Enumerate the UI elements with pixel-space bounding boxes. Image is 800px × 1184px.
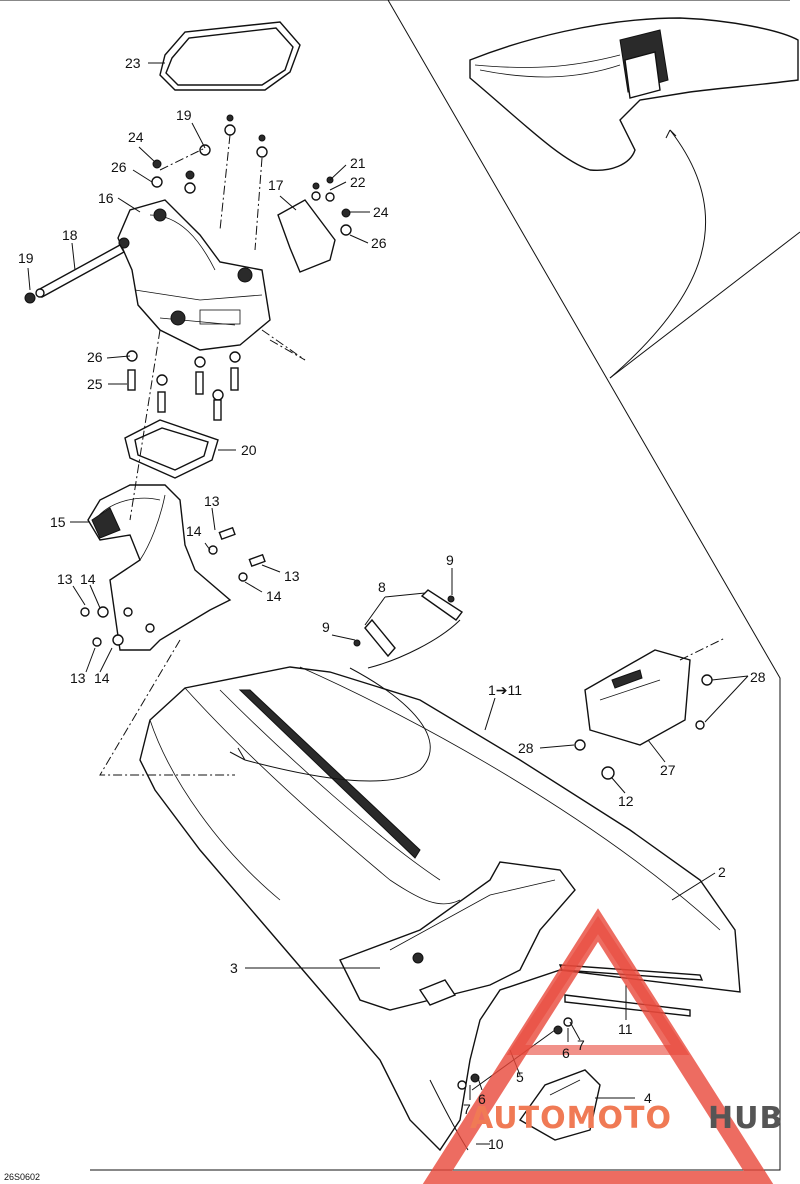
callout-9b: 9 — [322, 619, 330, 635]
callout-16: 16 — [98, 190, 114, 206]
callout-4: 4 — [644, 1090, 652, 1106]
callout-24b: 24 — [373, 204, 389, 220]
callout-3: 3 — [230, 960, 238, 976]
seat-body-2 — [139, 666, 741, 1152]
fasteners-13-14 — [80, 526, 266, 647]
callout-28b: 28 — [518, 740, 534, 756]
callout-26a: 26 — [111, 159, 127, 175]
callout-15: 15 — [50, 514, 66, 530]
callout-18: 18 — [62, 227, 78, 243]
callout-17: 17 — [268, 177, 284, 193]
callouts: 23 19 24 26 16 18 19 17 21 22 24 26 26 2… — [18, 55, 766, 1152]
callout-7b: 7 — [463, 1101, 471, 1117]
callout-8: 8 — [378, 579, 386, 595]
callout-19b: 19 — [18, 250, 34, 266]
duct-15 — [87, 484, 232, 651]
callout-6a: 6 — [562, 1045, 570, 1061]
callout-1-11: 1➔11 — [488, 682, 522, 698]
callout-25: 25 — [87, 376, 103, 392]
callout-2: 2 — [718, 864, 726, 880]
connection-lines — [99, 329, 431, 782]
callout-14c: 14 — [80, 571, 96, 587]
callout-26c: 26 — [87, 349, 103, 365]
callout-22: 22 — [350, 174, 366, 190]
frame-3 — [339, 861, 576, 1011]
callout-27: 27 — [660, 762, 676, 778]
callout-19a: 19 — [176, 107, 192, 123]
callout-14a: 14 — [186, 523, 202, 539]
bracket-16 — [117, 199, 271, 351]
callout-11: 11 — [618, 1021, 633, 1037]
callout-14b: 14 — [266, 588, 282, 604]
callout-14d: 14 — [94, 670, 110, 686]
callout-24a: 24 — [128, 129, 144, 145]
callout-21: 21 — [350, 155, 366, 171]
callout-13b: 13 — [284, 568, 300, 584]
gasket-20 — [124, 419, 219, 479]
callout-13a: 13 — [204, 493, 220, 509]
watermark-text-1: AUTOMOTO — [470, 1101, 672, 1136]
watermark: AUTOMOTO HUB — [422, 908, 783, 1184]
callout-26b: 26 — [371, 235, 387, 251]
callout-23: 23 — [125, 55, 141, 71]
bolts-25 — [126, 329, 306, 421]
guard-27 — [574, 637, 726, 780]
callout-20: 20 — [241, 442, 257, 458]
plate-17 — [277, 176, 352, 273]
leader-lines — [27, 62, 749, 1145]
callout-13c: 13 — [57, 571, 73, 587]
callout-5: 5 — [516, 1069, 524, 1085]
gasket-23 — [159, 21, 301, 91]
callout-10: 10 — [488, 1136, 504, 1152]
callout-13d: 13 — [70, 670, 86, 686]
callout-6b: 6 — [478, 1091, 486, 1107]
shaft-18 — [24, 244, 125, 304]
callout-12: 12 — [618, 793, 634, 809]
reference-code: 26S0602 — [4, 1172, 40, 1182]
watermark-text-2: HUB — [708, 1101, 783, 1136]
callout-28a: 28 — [750, 669, 766, 685]
callout-9a: 9 — [446, 552, 454, 568]
vehicle-inset — [469, 17, 799, 379]
bracket-8 — [353, 589, 464, 669]
callout-7a: 7 — [577, 1037, 585, 1053]
